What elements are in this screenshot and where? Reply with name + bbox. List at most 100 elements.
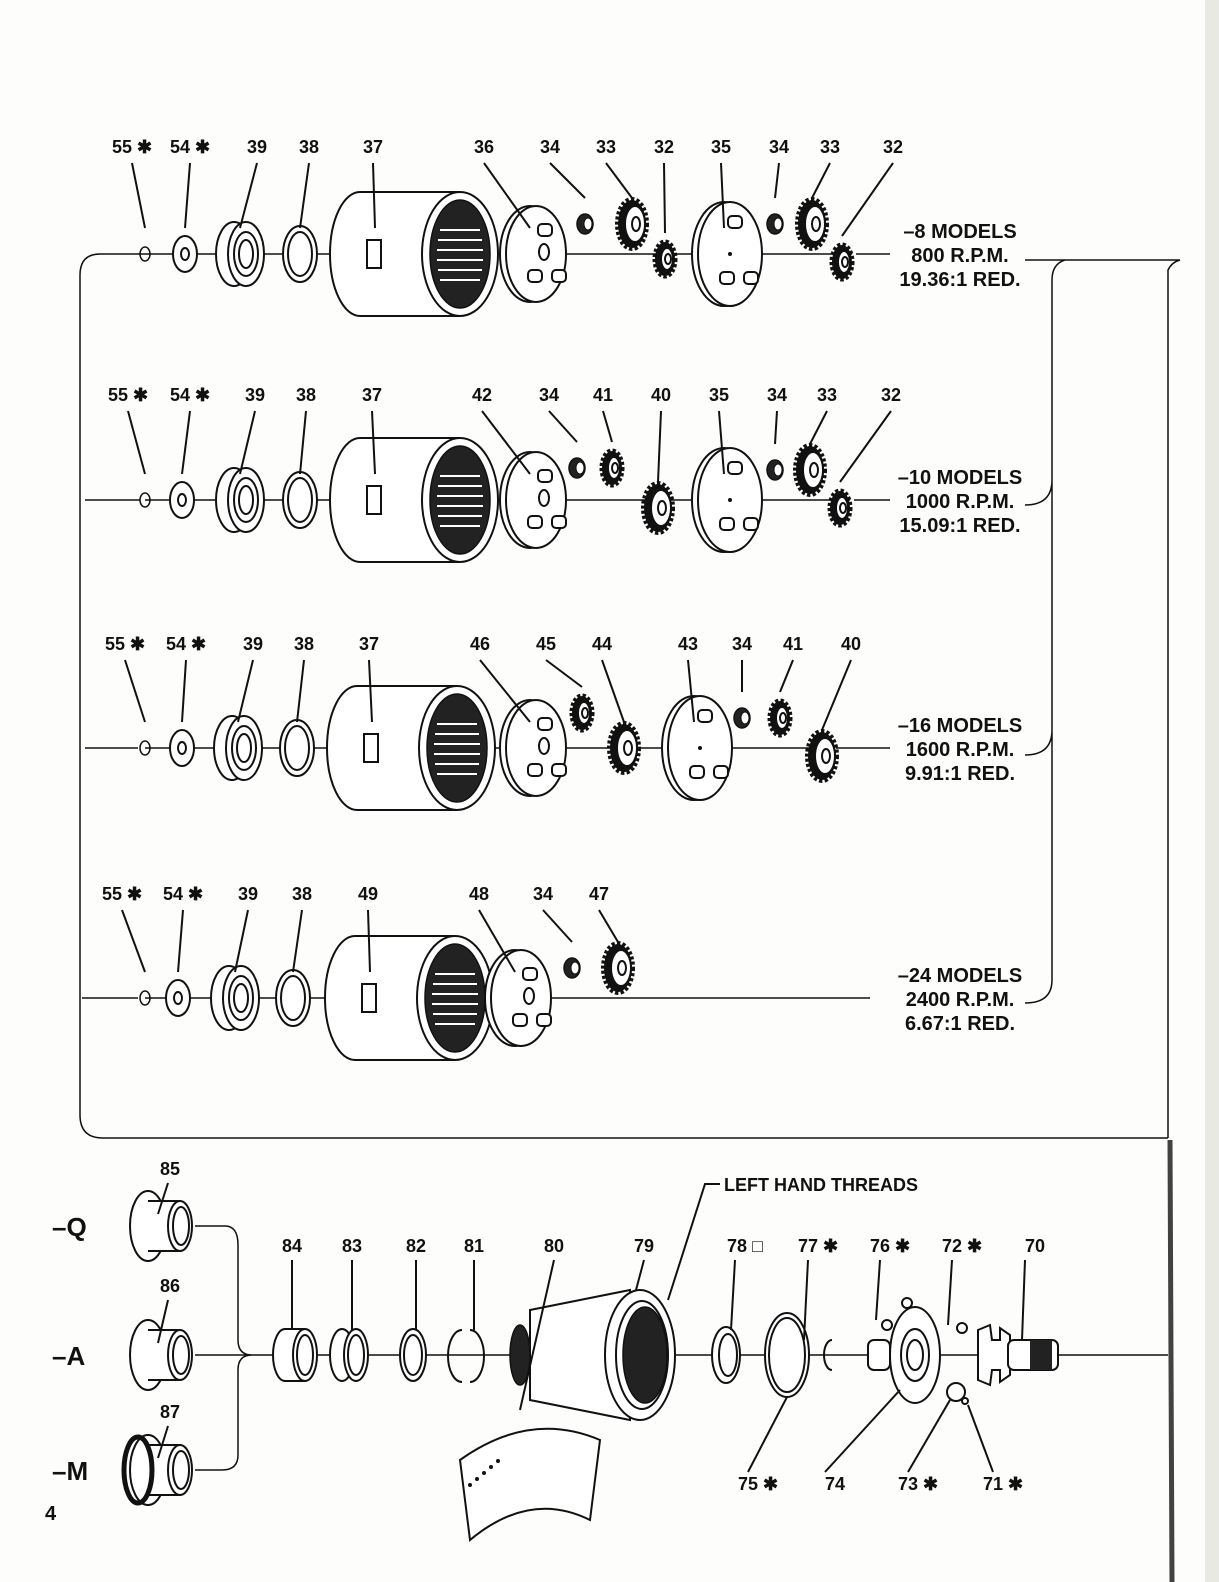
leader-line <box>237 659 254 723</box>
part-number-label: 42 <box>472 385 492 405</box>
part-number-label: 39 <box>243 634 263 654</box>
part-number-label: 73 ✱ <box>898 1474 938 1494</box>
leader-line <box>131 162 146 229</box>
leader-line <box>875 1259 881 1321</box>
leader-line <box>292 909 303 973</box>
model-rpm: 1000 R.P.M. <box>906 491 1015 513</box>
leader-line <box>821 659 852 731</box>
part-number-label: 55 ✱ <box>102 884 142 904</box>
part-number-label: 38 <box>292 884 312 904</box>
variant-label: –Q <box>52 1212 87 1242</box>
part-number-label: 40 <box>841 634 861 654</box>
model-ratio: 15.09:1 RED. <box>899 515 1020 537</box>
part-number-label: 38 <box>294 634 314 654</box>
part-number-label: 33 <box>820 137 840 157</box>
part-number-label: 54 ✱ <box>170 385 210 405</box>
leader-line <box>720 162 725 229</box>
leader-line <box>602 410 613 443</box>
part-number-label: 55 ✱ <box>108 385 148 405</box>
part-gear-sm <box>830 491 850 525</box>
part-ringgear <box>324 935 494 1061</box>
leader-line <box>718 410 725 475</box>
left-bracket-line <box>79 253 1168 1139</box>
part-number-label: 33 <box>817 385 837 405</box>
model-ratio: 6.67:1 RED. <box>905 1013 1015 1035</box>
part-gear-lg <box>798 200 826 248</box>
part-number-label: 49 <box>358 884 378 904</box>
part-ringgear <box>329 437 499 563</box>
part-number-label: 74 <box>825 1474 845 1494</box>
leader-line <box>368 659 373 723</box>
part-oring <box>282 225 318 283</box>
leader-line <box>774 410 778 445</box>
part-ringgear <box>329 191 499 317</box>
part-number-label: 86 <box>160 1276 180 1296</box>
part-number-label: 34 <box>732 634 752 654</box>
scan-edge-shadow <box>1205 0 1219 1582</box>
callout-leader <box>667 1183 720 1301</box>
leader-line <box>367 909 371 973</box>
leader-line <box>841 162 894 237</box>
part-number-label: 33 <box>596 137 616 157</box>
part-number-label: 77 ✱ <box>798 1236 838 1256</box>
part-number-label: 37 <box>363 137 383 157</box>
leader-line <box>371 410 376 475</box>
model-ratio: 9.91:1 RED. <box>905 763 1015 785</box>
model-rpm: 1600 R.P.M. <box>906 739 1015 761</box>
leader-line <box>157 1299 169 1344</box>
part-number-label: 83 <box>342 1236 362 1256</box>
leader-line <box>299 410 307 475</box>
leader-line <box>299 162 310 229</box>
part-number-label: 34 <box>767 385 787 405</box>
leader-line <box>1021 1259 1026 1341</box>
part-number-label: 32 <box>881 385 901 405</box>
model-model: –16 MODELS <box>898 715 1022 737</box>
leader-line <box>839 410 892 483</box>
leader-line <box>657 410 662 483</box>
leader-line <box>519 1259 555 1411</box>
model-ratio: 19.36:1 RED. <box>899 269 1020 291</box>
part-bearing <box>215 467 265 533</box>
part-ringgear <box>326 685 496 811</box>
part-gear-sm <box>572 696 592 730</box>
part-gear-lg <box>644 484 672 532</box>
part-number-label: 39 <box>247 137 267 157</box>
part-number-label: 72 ✱ <box>942 1236 982 1256</box>
part-gear-lg <box>618 200 646 248</box>
part-number-label: 79 <box>634 1236 654 1256</box>
leader-line <box>663 162 666 234</box>
variant-2: –A86 <box>52 1276 193 1391</box>
part-number-label: 71 ✱ <box>983 1474 1023 1494</box>
leader-line <box>127 410 146 475</box>
leader-line <box>545 659 583 688</box>
part-number-label: 54 ✱ <box>170 137 210 157</box>
part-number-label: 39 <box>238 884 258 904</box>
leader-line <box>157 1182 169 1215</box>
part-washer <box>172 235 198 273</box>
leader-line <box>481 410 531 475</box>
left-hand-threads-callout: LEFT HAND THREADS <box>724 1175 918 1195</box>
part-gear-lg <box>796 446 824 494</box>
leader-line <box>747 1396 788 1473</box>
part-bearing <box>210 965 260 1031</box>
part-number-label: 45 <box>536 634 556 654</box>
part-number-label: 36 <box>474 137 494 157</box>
part-number-label: 44 <box>592 634 612 654</box>
part-needle <box>766 459 784 481</box>
part-number-label: 46 <box>470 634 490 654</box>
leader-line <box>598 909 619 943</box>
part-plate <box>691 201 763 307</box>
model-model: –10 MODELS <box>898 467 1022 489</box>
collar-80 <box>458 1427 602 1542</box>
variant-brace <box>195 1225 275 1471</box>
part-number-label: 41 <box>593 385 613 405</box>
leader-line <box>549 162 586 199</box>
leader-line <box>181 410 191 475</box>
variant-1: –Q85 <box>52 1159 193 1262</box>
right-bracket-line <box>1024 259 1181 1138</box>
part-bearing <box>215 221 265 287</box>
part-gear-sm <box>832 245 852 279</box>
